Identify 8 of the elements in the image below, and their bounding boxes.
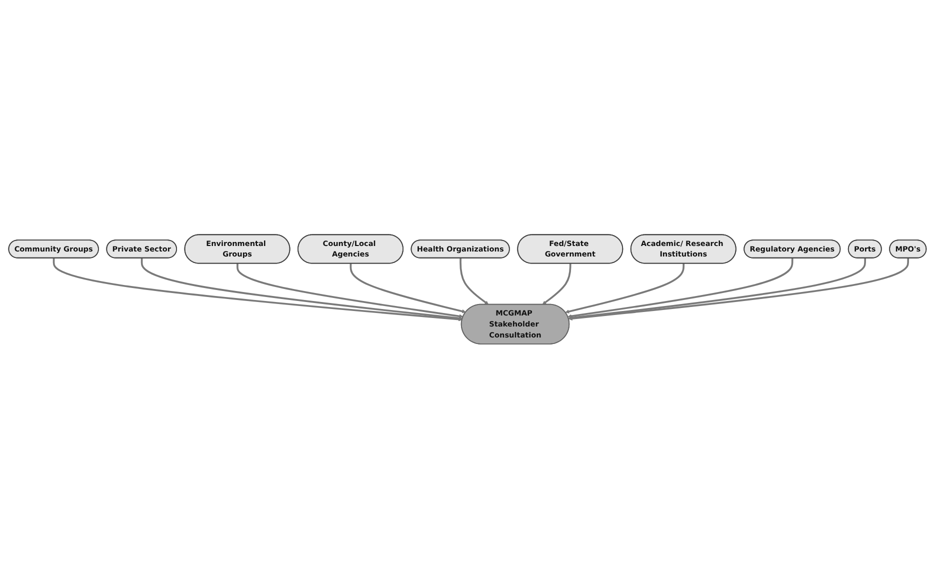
arrow — [350, 264, 466, 314]
arrow — [52, 258, 462, 322]
arrow — [236, 264, 464, 318]
arrow — [568, 258, 794, 318]
arrow — [542, 264, 572, 305]
arrow — [140, 258, 463, 320]
arrow — [565, 264, 685, 314]
arrow — [460, 258, 489, 305]
